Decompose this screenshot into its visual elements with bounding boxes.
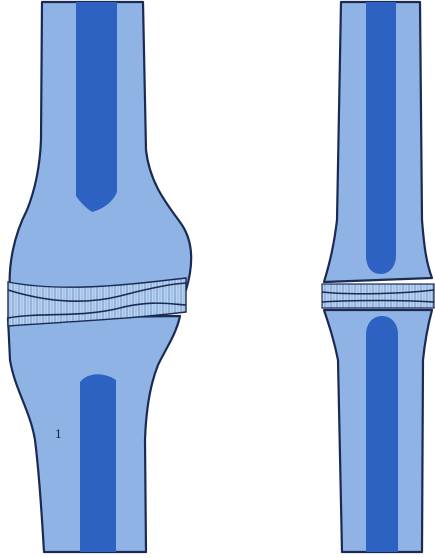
left-upper-marrow xyxy=(76,2,117,212)
left-swollen-joint: 1 xyxy=(8,2,191,552)
right-upper-marrow xyxy=(366,2,396,274)
right-normal-joint xyxy=(322,2,434,552)
right-lower-marrow xyxy=(366,316,398,552)
right-joint-space xyxy=(322,284,434,308)
figure-label: 1 xyxy=(55,428,62,441)
left-lower-marrow xyxy=(80,374,116,552)
